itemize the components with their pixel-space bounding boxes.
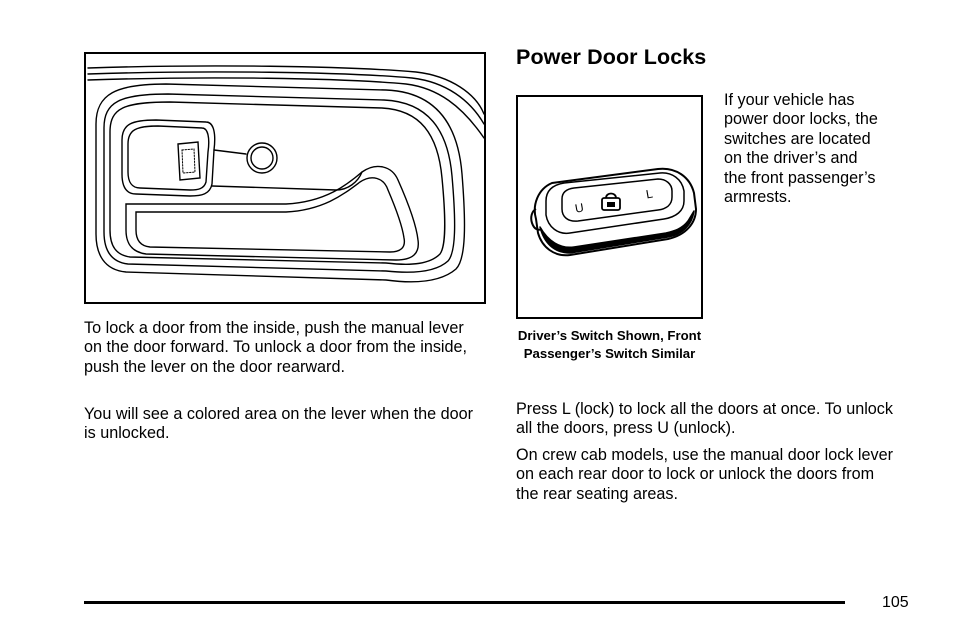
- page-number: 105: [882, 594, 909, 611]
- door-handle-illustration: [87, 65, 484, 283]
- colored-area-paragraph: You will see a colored area on the lever…: [84, 405, 474, 443]
- door-handle-figure: [84, 52, 486, 304]
- power-lock-switch-figure: U L: [516, 95, 703, 319]
- crew-cab-paragraph: On crew cab models, use the manual door …: [516, 446, 893, 503]
- lock-unlock-instructions: Press L (lock) to lock all the doors at …: [516, 400, 893, 438]
- figure-caption: Driver’s Switch Shown, Front Passenger’s…: [517, 328, 702, 361]
- section-title: Power Door Locks: [516, 45, 707, 69]
- manual-lock-paragraph: To lock a door from the inside, push the…: [84, 319, 468, 376]
- switch-location-text: If your vehicle has power door locks, th…: [724, 91, 878, 207]
- power-lock-switch-illustration: [530, 167, 697, 257]
- footer-rule: [84, 601, 845, 604]
